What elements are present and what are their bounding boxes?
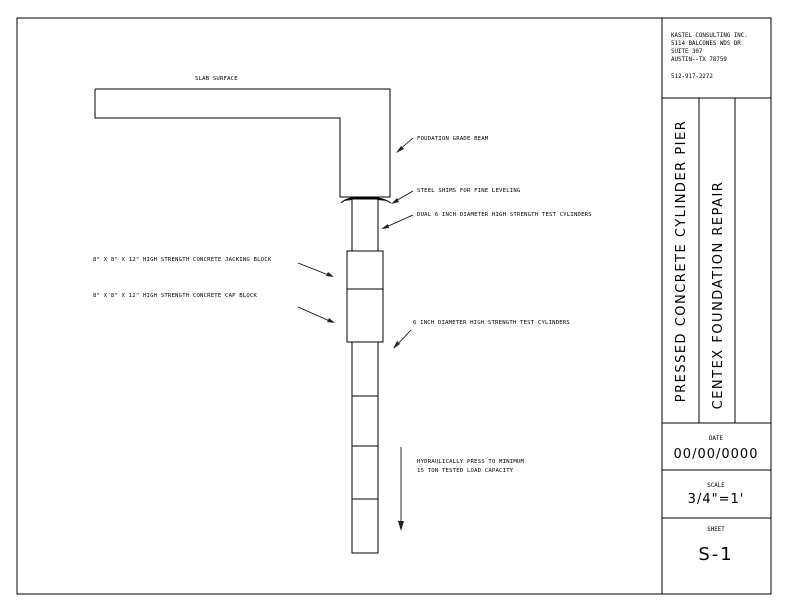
jacking-block-label: 8" X 8" X 12" HIGH STRENGTH CONCRETE JAC… — [93, 257, 272, 263]
grade-beam-leader — [396, 137, 414, 153]
press-label-line-1: HYDRAULICALLY PRESS TO MINIMUM — [417, 459, 524, 465]
company-line-2: 5114 BALCONES WDS DR — [671, 41, 741, 47]
company-line-3: SUITE 307 — [671, 49, 703, 55]
project-name: CENTEX FOUNDATION REPAIR — [711, 181, 726, 410]
dual-test-cylinders — [351, 198, 379, 252]
dual-cylinders-leader — [381, 214, 414, 229]
jacking-block — [346, 250, 384, 290]
date-label: DATE — [709, 436, 723, 442]
scale-value: 3/4"=1' — [688, 492, 745, 507]
sheet-border — [16, 17, 772, 595]
drawing-title: PRESSED CONCRETE CYLINDER PIER — [674, 120, 689, 403]
steel-shims-leader — [391, 190, 414, 204]
title-block: KASTEL CONSULTING INC. 5114 BALCONES WDS… — [661, 18, 771, 594]
cylinders-label: 6 INCH DIAMETER HIGH STRENGTH TEST CYLIN… — [413, 320, 570, 326]
steel-shims — [340, 197, 392, 204]
slab-surface-label: SLAB SURFACE — [195, 76, 238, 82]
press-direction-arrow — [398, 447, 404, 531]
slab-and-beam — [94, 88, 391, 198]
press-label-line-2: 15 TON TESTED LOAD CAPACITY — [417, 468, 514, 474]
company-line-4: AUSTIN--TX 78759 — [671, 57, 727, 63]
grade-beam-label: FOUDATION GRADE BEAM — [417, 136, 489, 142]
date-value: 00/00/0000 — [674, 447, 759, 462]
jacking-block-leader — [297, 262, 334, 277]
scale-label: SCALE — [707, 483, 725, 489]
sheet-number: S-1 — [698, 544, 733, 565]
test-cylinder-column — [351, 341, 379, 554]
steel-shims-label: STEEL SHIMS FOR FINE LEVELING — [417, 188, 521, 194]
company-phone: 512-917-2272 — [671, 74, 713, 80]
sheet-label: SHEET — [707, 527, 725, 533]
dual-cylinders-label: DUAL 6 INCH DIAMETER HIGH STRENGTH TEST … — [417, 212, 592, 218]
cap-block — [346, 288, 384, 343]
cap-block-leader — [297, 306, 335, 323]
company-line-1: KASTEL CONSULTING INC. — [671, 33, 748, 39]
cap-block-label: 8" X 8" X 12" HIGH STRENGTH CONCRETE CAP… — [93, 293, 258, 299]
cylinders-leader — [393, 329, 412, 349]
